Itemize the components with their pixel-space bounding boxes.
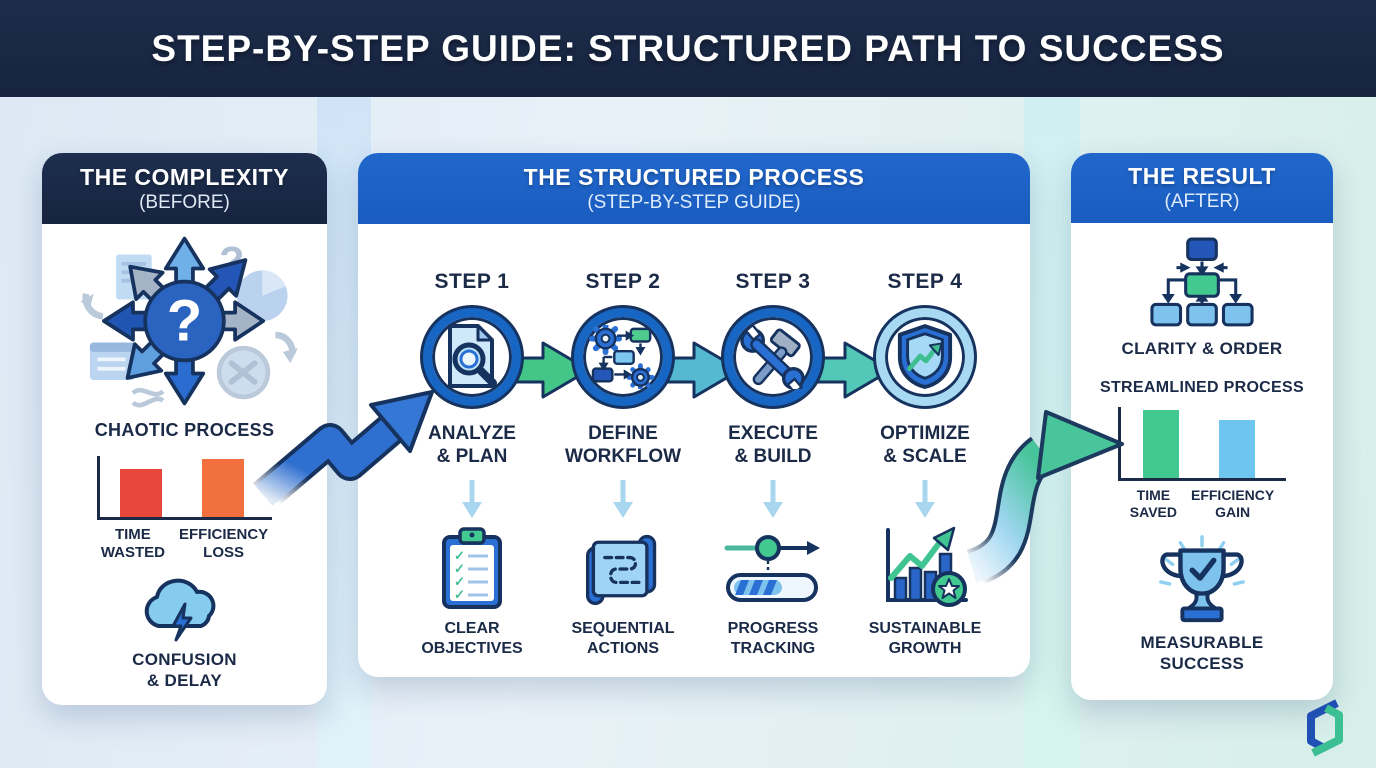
svg-text:✓: ✓ — [454, 561, 465, 576]
step-4-title: OPTIMIZE& SCALE — [880, 423, 970, 467]
step-3-column: STEP 3 EXECUTE& BUILD — [698, 224, 848, 659]
page-title-bar: STEP-BY-STEP GUIDE: STRUCTURED PATH TO S… — [0, 0, 1376, 97]
page-title: STEP-BY-STEP GUIDE: STRUCTURED PATH TO S… — [151, 27, 1225, 69]
before-panel: THE COMPLEXITY (BEFORE) ? — [42, 153, 327, 705]
chaotic-process-label: CHAOTIC PROCESS — [94, 420, 275, 440]
hierarchy-icon — [1150, 237, 1254, 327]
step-4-circle — [876, 308, 974, 406]
efficiency-gain-bar — [1219, 420, 1255, 479]
result-panel: THE RESULT (AFTER) CLARITY & ORDER STREA… — [1071, 153, 1333, 700]
clarity-order-label: CLARITY & ORDER — [1121, 339, 1283, 358]
process-panel: THE STRUCTURED PROCESS (STEP-BY-STEP GUI… — [358, 153, 1030, 677]
step-2-circle — [574, 308, 672, 406]
progress-slider-icon — [723, 526, 823, 612]
chaotic-process-icon: ? — [80, 236, 298, 408]
svg-text:✓: ✓ — [454, 587, 465, 602]
step-2-column: STEP 2 — [548, 224, 698, 659]
down-arrow-icon — [763, 480, 783, 518]
shield-growth-icon — [897, 324, 953, 389]
result-subtitle: (AFTER) — [1164, 191, 1240, 212]
trophy-icon — [1159, 535, 1245, 623]
time-wasted-bar — [120, 468, 162, 517]
cloud-lightning-icon — [144, 578, 215, 642]
step-1-label: STEP 1 — [434, 270, 510, 293]
svg-text:?: ? — [167, 289, 202, 354]
down-arrow-icon — [915, 480, 935, 518]
gears-workflow-icon — [589, 325, 655, 389]
result-title: THE RESULT — [1128, 163, 1276, 189]
step-4-column: STEP 4 OPTIMIZE& SCALE — [850, 224, 1000, 659]
step-1-title: ANALYZE& PLAN — [428, 423, 516, 467]
process-title: THE STRUCTURED PROCESS — [523, 163, 865, 190]
confusion-delay-label: CONFUSION & DELAY — [132, 649, 237, 690]
down-arrow-icon — [462, 480, 482, 518]
before-title: THE COMPLEXITY — [80, 163, 289, 190]
svg-text:✓: ✓ — [454, 548, 465, 563]
before-panel-header: THE COMPLEXITY (BEFORE) — [42, 153, 327, 224]
logo-cube-icon — [1307, 699, 1343, 757]
clipboard-checklist-icon: ✓✓✓✓ — [440, 526, 504, 612]
step-2-label: STEP 2 — [585, 270, 661, 293]
step-3-label: STEP 3 — [735, 270, 811, 293]
before-bar-chart — [97, 455, 272, 520]
efficiency-loss-bar — [202, 458, 244, 517]
step-1-circle — [423, 308, 521, 406]
s-curve-arrow-icon — [965, 410, 1124, 587]
step-3-circle — [724, 308, 822, 406]
result-panel-header: THE RESULT (AFTER) — [1071, 153, 1333, 223]
zigzag-arrow-icon — [253, 390, 434, 509]
process-subtitle: (STEP-BY-STEP GUIDE) — [587, 191, 801, 213]
step-3-title: EXECUTE& BUILD — [728, 423, 818, 467]
document-magnifier-icon — [448, 324, 497, 388]
measurable-success-label: MEASURABLE SUCCESS — [1140, 633, 1264, 673]
step-1-column: STEP 1 ANALYZE& PLAN ✓✓✓✓ — [397, 224, 547, 659]
svg-text:✓: ✓ — [454, 574, 465, 589]
step-4-label: STEP 4 — [887, 270, 963, 293]
streamlined-process-label: STREAMLINED PROCESS — [1100, 378, 1304, 396]
time-saved-bar — [1143, 410, 1179, 479]
scroll-path-icon — [580, 526, 666, 612]
wrench-hammer-icon — [740, 325, 805, 389]
process-panel-header: THE STRUCTURED PROCESS (STEP-BY-STEP GUI… — [358, 153, 1030, 224]
growth-chart-star-icon — [878, 526, 972, 612]
down-arrow-icon — [613, 480, 633, 518]
result-bar-chart — [1118, 407, 1286, 482]
before-subtitle: (BEFORE) — [139, 191, 230, 213]
